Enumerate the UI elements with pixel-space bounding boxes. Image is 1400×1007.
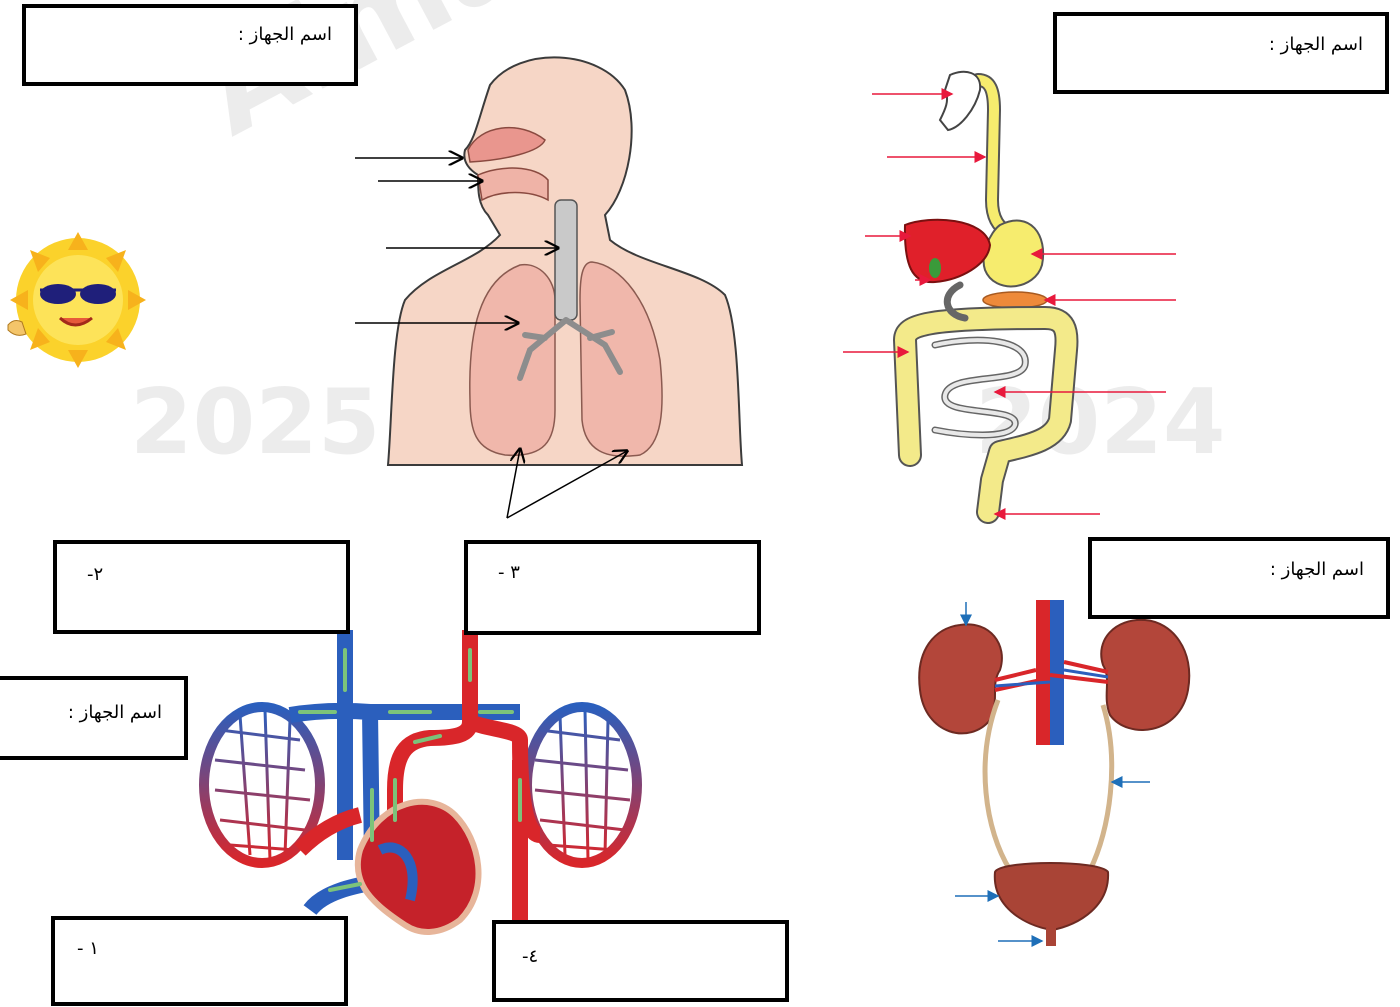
liver [905, 220, 990, 282]
answer-2-number: ٢- [87, 564, 103, 585]
respiratory-diagram [355, 57, 742, 518]
kidney-right [1101, 620, 1189, 730]
circulatory-system-name-box[interactable]: اسم الجهاز : [0, 676, 188, 760]
ureter-left [985, 700, 1010, 870]
answer-4-number: ٤- [522, 946, 538, 967]
circulatory-system-label: اسم الجهاز : [68, 702, 162, 723]
bladder [995, 863, 1108, 930]
answer-3-number: ٣ - [498, 562, 520, 583]
circulatory-diagram [204, 630, 637, 932]
gallbladder [929, 258, 941, 278]
mouth-head-outline [940, 72, 980, 130]
trachea [555, 200, 577, 320]
pancreas [983, 292, 1047, 308]
respiratory-system-name-box[interactable]: اسم الجهاز : [22, 4, 358, 86]
urinary-diagram [919, 600, 1189, 946]
digestive-system-name-box[interactable]: اسم الجهاز : [1053, 12, 1389, 94]
digestive-system-label: اسم الجهاز : [1269, 34, 1363, 55]
sun-mascot [8, 232, 146, 368]
answer-box-1[interactable]: ١ - [51, 916, 348, 1006]
urethra [1046, 928, 1056, 946]
answer-box-2[interactable]: ٢- [53, 540, 350, 634]
urinary-system-name-box[interactable]: اسم الجهاز : [1088, 537, 1390, 619]
vena-cava [1050, 600, 1064, 745]
aorta [1036, 600, 1050, 745]
answer-1-number: ١ - [77, 938, 99, 959]
heart [358, 802, 479, 932]
answer-box-3[interactable]: ٣ - [464, 540, 761, 635]
kidney-left [919, 624, 1002, 733]
digestive-diagram [843, 72, 1176, 514]
respiratory-system-label: اسم الجهاز : [238, 24, 332, 45]
answer-box-4[interactable]: ٤- [492, 920, 789, 1002]
ureter-right [1090, 705, 1112, 870]
urinary-system-label: اسم الجهاز : [1270, 559, 1364, 580]
